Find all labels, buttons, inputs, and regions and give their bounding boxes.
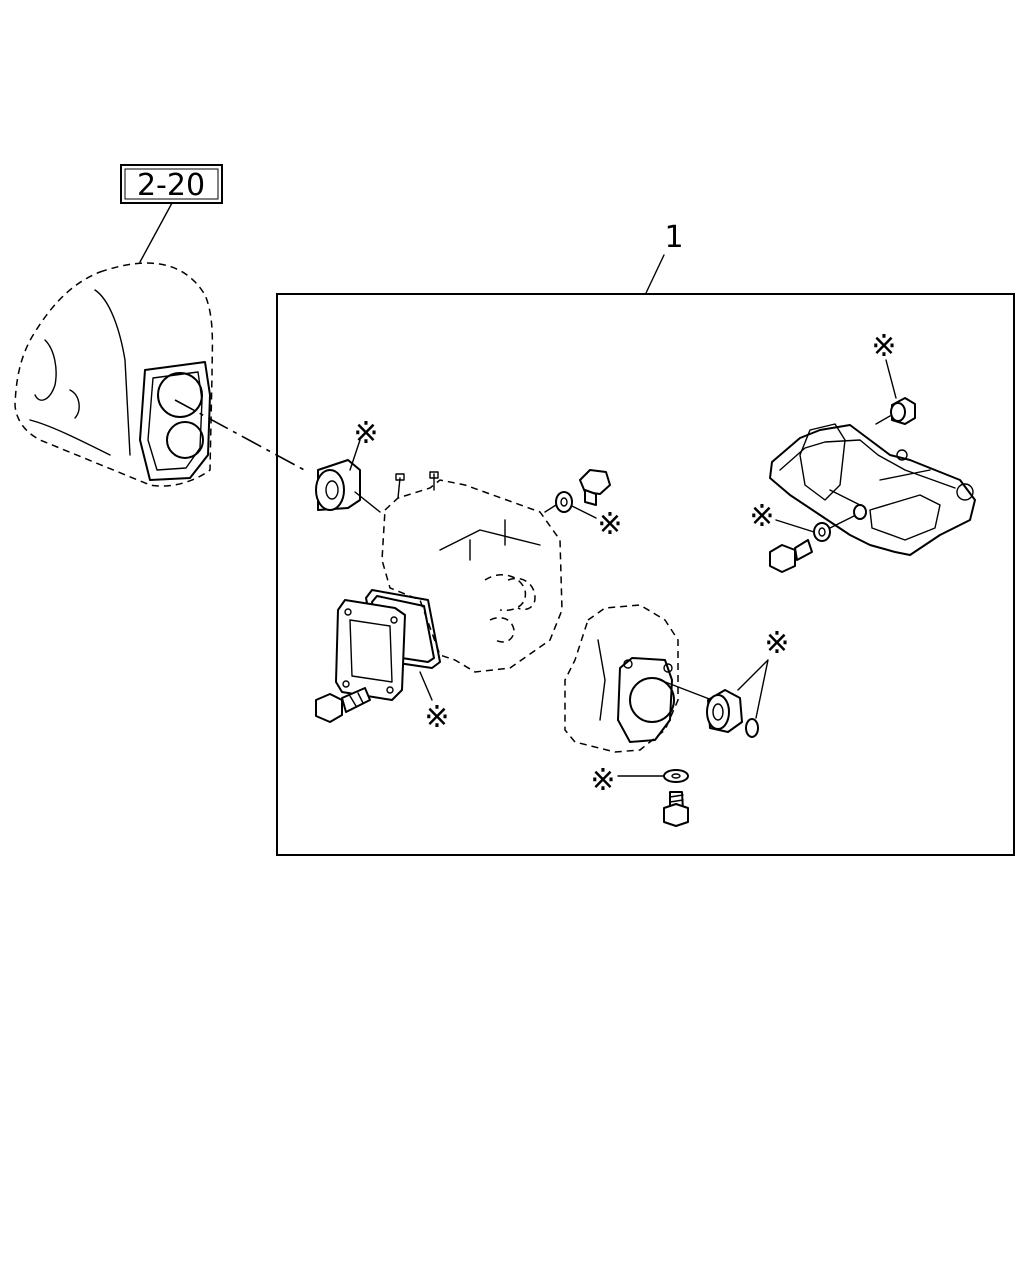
bolt-shift-cover [769,539,813,573]
extension-center-line [659,679,713,701]
cover-washer-leader [775,519,815,533]
reference-box[interactable]: 2-20 [120,164,223,204]
plug-washer [555,491,573,513]
transmission-case [381,471,563,673]
shift-cover [769,423,976,556]
seal-leader [737,659,769,719]
gasket-leader [419,671,433,701]
washer-leader [571,505,597,519]
bolt-cover [315,687,371,723]
reference-label: 2-20 [137,168,205,203]
kit-frame [276,293,1015,856]
bearing-leader [349,439,361,471]
kit-callout-number: 1 [664,220,683,255]
lower-washer [663,769,689,783]
kit-callout-leader [645,254,665,294]
shift-cover-bushing [890,397,916,425]
o-ring [745,718,759,738]
kit-marker: ※ [590,763,615,798]
bolt-lower [663,791,689,827]
input-bearing [315,459,361,511]
drain-plug [579,469,611,506]
cover-washer [813,522,831,542]
kit-marker: ※ [749,499,774,534]
small-bushing [853,504,867,520]
bushing-leader [885,359,897,399]
rear-seal [706,689,743,733]
clutch-housing [14,262,214,487]
kit-markers: ※ ※ ※ ※ ※ ※ ※ [353,329,896,798]
extension-housing [564,604,679,753]
gasket [365,589,441,669]
kit-marker: ※ [597,507,622,542]
housing-center-line [174,399,309,473]
kit-marker: ※ [871,329,896,364]
cover-plate [335,599,406,701]
kit-marker: ※ [353,416,378,451]
reference-leader [139,202,173,263]
kit-marker: ※ [764,626,789,661]
kit-marker: ※ [424,700,449,735]
